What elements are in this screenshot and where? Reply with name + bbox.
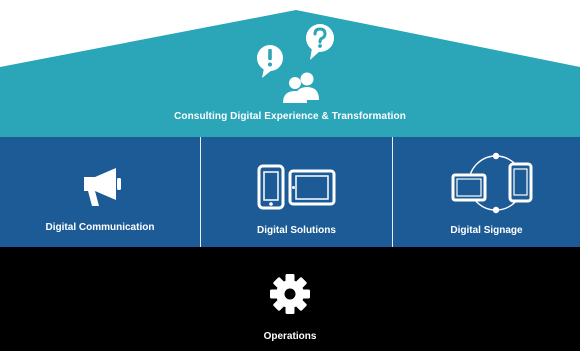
pillar-divider	[392, 137, 393, 247]
pillar-label: Digital Solutions	[257, 225, 336, 236]
roof-shape	[0, 10, 580, 137]
signage-screens-icon	[451, 152, 533, 214]
pillar-digital-communication: Digital Communication	[0, 137, 200, 247]
pillar-label: Digital Communication	[45, 222, 155, 233]
pillar-digital-solutions: Digital Solutions	[201, 137, 392, 247]
gear-icon	[270, 274, 310, 314]
megaphone-icon	[84, 168, 121, 206]
base-row: Operations	[0, 247, 580, 351]
phone-tablet-icon	[257, 164, 336, 210]
pillar-divider	[200, 137, 201, 247]
roof-label: Consulting Digital Experience & Transfor…	[174, 111, 406, 122]
base-label: Operations	[263, 331, 317, 342]
pillar-row: Digital Communication Digital Solutions	[0, 137, 580, 247]
pillar-label: Digital Signage	[450, 225, 523, 236]
pillar-digital-signage: Digital Signage	[393, 137, 580, 247]
consulting-chat-icon	[257, 24, 334, 103]
